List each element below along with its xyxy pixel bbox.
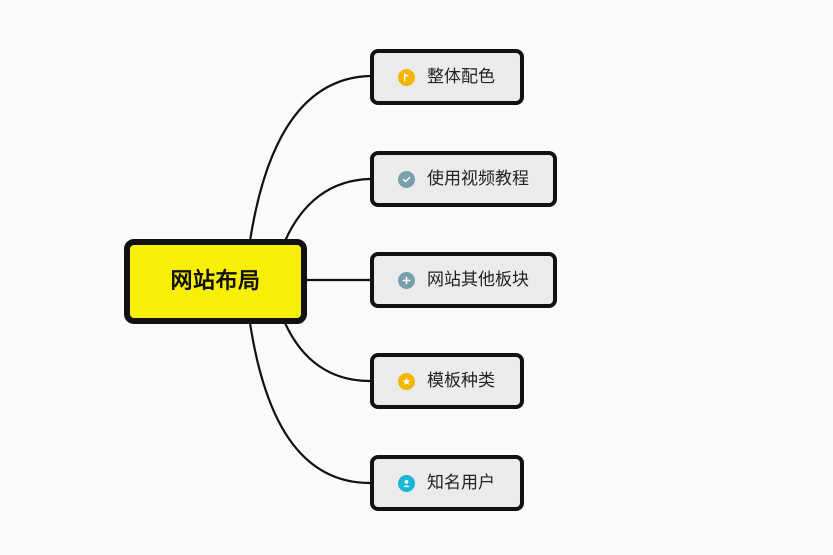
connector-to-node-1 — [248, 74, 372, 243]
star-icon — [398, 372, 415, 390]
topic-node-notable-users[interactable]: 知名用户 — [370, 455, 524, 511]
topic-label: 网站其他板块 — [427, 269, 529, 290]
flag-icon — [398, 68, 415, 86]
check-icon — [398, 170, 415, 188]
root-topic-node[interactable]: 网站布局 — [124, 239, 307, 324]
connector-to-node-4 — [283, 321, 372, 383]
topic-label: 使用视频教程 — [427, 168, 529, 189]
topic-label: 知名用户 — [427, 472, 495, 493]
topic-label: 整体配色 — [427, 66, 495, 87]
user-icon — [398, 474, 415, 492]
topic-label: 模板种类 — [427, 370, 495, 391]
root-topic-label: 网站布局 — [170, 268, 261, 294]
topic-node-other-sections[interactable]: 网站其他板块 — [370, 252, 557, 308]
connector-to-node-2 — [283, 177, 372, 243]
plus-icon — [398, 271, 415, 289]
connector-to-node-5 — [248, 321, 372, 485]
topic-node-template-types[interactable]: 模板种类 — [370, 353, 524, 409]
topic-node-color-scheme[interactable]: 整体配色 — [370, 49, 524, 105]
topic-node-video-tutorial[interactable]: 使用视频教程 — [370, 151, 557, 207]
